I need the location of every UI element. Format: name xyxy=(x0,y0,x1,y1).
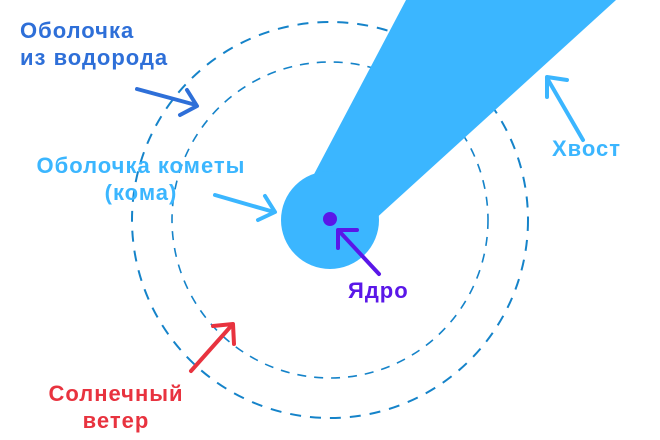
hydrogen-envelope-label: Оболочка из водорода xyxy=(20,17,168,71)
comet-tail xyxy=(312,0,616,222)
coma-arrow-icon xyxy=(213,193,277,222)
label-line: ветер xyxy=(82,408,150,433)
nucleus-arrow-icon xyxy=(336,228,381,276)
solar-wind-arrow-icon xyxy=(189,322,236,373)
label-line: из водорода xyxy=(20,45,169,70)
coma-label: Оболочка кометы (кома) xyxy=(26,152,256,206)
nucleus-label: Ядро xyxy=(348,278,409,303)
solar-wind-label: Солнечный ветер xyxy=(40,380,192,434)
label-line: Оболочка кометы xyxy=(36,153,246,178)
label-line: (кома) xyxy=(104,180,178,205)
label-line: Оболочка xyxy=(20,18,135,43)
hydrogen-envelope-ring xyxy=(131,21,529,419)
nucleus xyxy=(323,212,337,226)
coma-envelope-ring xyxy=(171,61,489,379)
tail-arrow-icon xyxy=(545,75,585,142)
label-line: Солнечный xyxy=(48,381,184,406)
tail-label: Хвост xyxy=(552,136,622,161)
hydrogen-arrow-icon xyxy=(135,87,199,117)
